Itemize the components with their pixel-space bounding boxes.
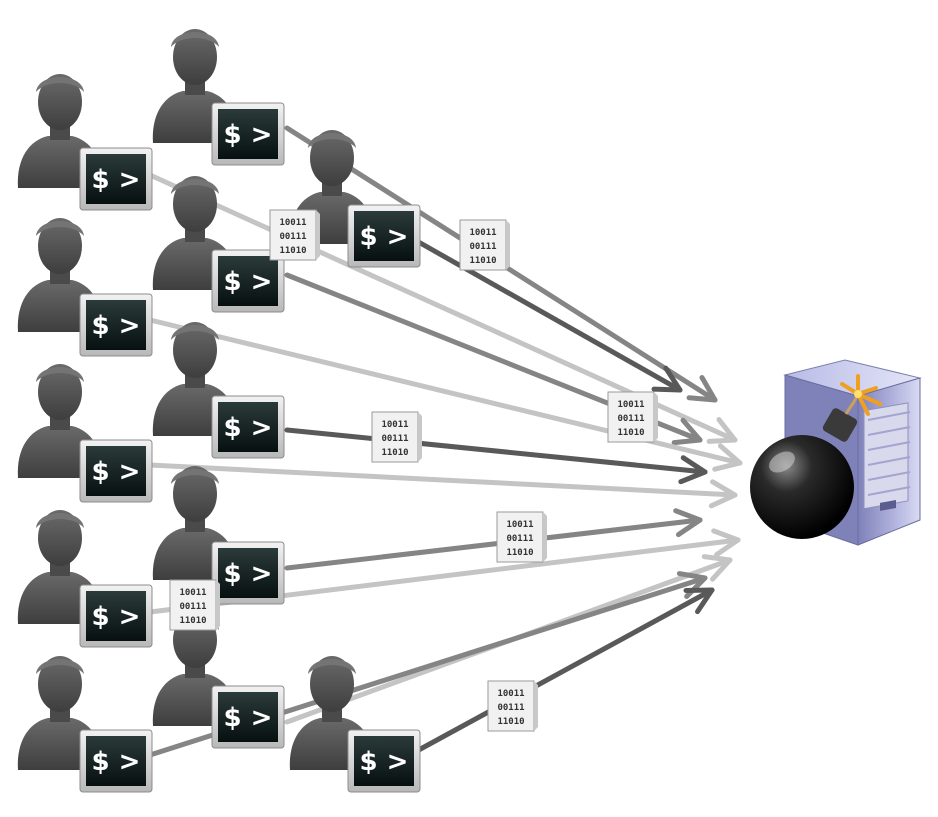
arrow-head-icon	[673, 508, 703, 538]
arrow-head-icon	[706, 417, 738, 444]
packet-line: 11010	[497, 717, 524, 727]
packet-line: 11010	[617, 428, 644, 438]
terminal-prompt: $ >	[360, 222, 409, 252]
attacker-workstation: $ >	[17, 364, 153, 503]
traffic-arrow	[147, 462, 738, 509]
binary-packet-icon: 10011 00111 11010	[459, 219, 510, 271]
traffic-arrow	[284, 508, 703, 571]
arrow-head-icon	[671, 417, 703, 446]
attacker-workstation: $ >	[17, 510, 153, 648]
terminal-prompt: $ >	[224, 413, 273, 443]
packet-line: 10011	[617, 400, 644, 410]
arrow-head-icon	[678, 455, 708, 485]
target-server	[750, 359, 922, 546]
terminal-icon: $ >	[79, 729, 153, 793]
attacker-workstation: $ >	[152, 176, 285, 313]
packet-line: 00111	[469, 242, 496, 252]
terminal-prompt: $ >	[92, 457, 141, 487]
bomb-icon	[750, 393, 860, 539]
arrow-head-icon	[708, 479, 738, 509]
data-packets: 10011 00111 11010 10011 00111 11010 10011 00111…	[169, 209, 658, 732]
fuse-spark-icon	[840, 374, 882, 416]
arrow-head-icon	[711, 528, 741, 558]
attacker-workstation: $ >	[17, 74, 153, 211]
packet-line: 11010	[506, 548, 533, 558]
terminal-icon: $ >	[211, 541, 285, 605]
traffic-arrow	[284, 427, 708, 485]
terminal-prompt: $ >	[224, 703, 273, 733]
binary-packet-icon: 10011 00111 11010	[496, 511, 547, 563]
terminal-icon: $ >	[79, 439, 153, 503]
terminal-prompt: $ >	[224, 267, 273, 297]
packet-line: 11010	[469, 256, 496, 266]
terminal-icon: $ >	[79, 147, 153, 211]
terminal-prompt: $ >	[92, 747, 141, 777]
terminal-icon: $ >	[211, 102, 285, 166]
attacker-workstation: $ >	[289, 130, 421, 268]
terminal-icon: $ >	[79, 293, 153, 357]
packet-line: 11010	[179, 616, 206, 626]
binary-packet-icon: 10011 00111 11010	[269, 209, 320, 261]
packet-line: 10011	[381, 420, 408, 430]
terminal-icon: $ >	[211, 395, 285, 459]
terminal-icon: $ >	[211, 249, 285, 313]
terminal-icon: $ >	[347, 204, 421, 268]
arrow-head-icon	[651, 365, 683, 393]
binary-packet-icon: 10011 00111 11010	[371, 411, 422, 463]
arrow-head-icon	[712, 443, 743, 472]
packet-line: 10011	[506, 520, 533, 530]
terminal-prompt: $ >	[360, 747, 409, 777]
attacker-workstation: $ >	[152, 29, 285, 166]
arrow-head-icon	[683, 587, 715, 615]
packet-line: 00111	[381, 434, 408, 444]
traffic-arrow	[412, 237, 683, 393]
packet-line: 11010	[279, 246, 306, 256]
packet-line: 00111	[279, 232, 306, 242]
terminal-prompt: $ >	[224, 120, 273, 150]
packet-line: 10011	[179, 588, 206, 598]
packet-line: 10011	[497, 689, 524, 699]
attacker-workstation: $ >	[17, 656, 153, 793]
terminal-prompt: $ >	[224, 559, 273, 589]
terminal-icon: $ >	[347, 729, 421, 793]
arrow-head-icon	[686, 374, 718, 403]
traffic-arrow	[412, 587, 715, 755]
terminal-prompt: $ >	[92, 311, 141, 341]
arrow-head-icon	[701, 554, 733, 582]
attacker-workstation: $ >	[17, 218, 153, 357]
terminal-prompt: $ >	[92, 602, 141, 632]
attacker-workstation: $ >	[152, 466, 285, 605]
attackers: $ > $ > $ > $ > $ > $ > $ > $ > $ > $ > $ > $ >	[17, 29, 421, 793]
attacker-workstation: $ >	[289, 656, 421, 793]
packet-line: 10011	[469, 228, 496, 238]
attacker-workstation: $ >	[152, 322, 285, 459]
binary-packet-icon: 10011 00111 11010	[487, 680, 538, 732]
packet-line: 10011	[279, 218, 306, 228]
terminal-icon: $ >	[211, 685, 285, 749]
binary-packet-icon: 10011 00111 11010	[607, 391, 658, 443]
packet-line: 00111	[497, 703, 524, 713]
terminal-prompt: $ >	[92, 165, 141, 195]
packet-line: 11010	[381, 448, 408, 458]
packet-line: 00111	[617, 414, 644, 424]
packet-line: 00111	[506, 534, 533, 544]
attacker-workstation: $ >	[152, 612, 285, 749]
terminal-icon: $ >	[79, 584, 153, 648]
packet-line: 00111	[179, 602, 206, 612]
binary-packet-icon: 10011 00111 11010	[169, 579, 220, 631]
